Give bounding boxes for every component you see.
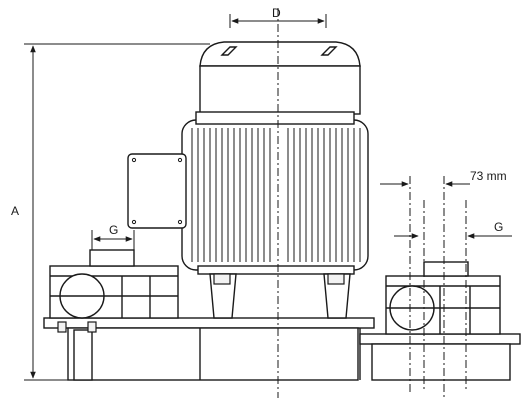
offset-label: 73 mm xyxy=(470,169,507,183)
dim-g-right-label: G xyxy=(494,220,503,234)
left-inlet-collar xyxy=(89,249,135,267)
foundation-block xyxy=(67,327,359,381)
dimension-a: A xyxy=(8,43,210,381)
terminal-screw xyxy=(131,157,137,163)
fan-cowl-body xyxy=(199,65,361,115)
anchor-bolt xyxy=(87,321,97,333)
cooling-fins xyxy=(191,128,361,262)
anchor-bolt xyxy=(57,321,67,333)
base-frame xyxy=(43,317,521,381)
dim-d-label-bg xyxy=(268,6,286,20)
dim-d-label: D xyxy=(272,6,281,20)
dimension-g-right: G xyxy=(394,220,512,239)
dimension-d: D xyxy=(229,6,327,28)
stator-end-ring xyxy=(195,111,355,125)
center-lines xyxy=(277,8,467,398)
dim-a-label: A xyxy=(11,204,19,218)
terminal-box xyxy=(127,153,187,229)
dim-g-left-label: G xyxy=(109,223,118,237)
vent-icon xyxy=(220,46,338,56)
terminal-screw xyxy=(131,219,137,225)
left-support-post xyxy=(73,329,93,381)
foot-bolt-left xyxy=(213,273,231,285)
fan-cowl-top xyxy=(199,41,361,67)
motor-flange xyxy=(197,265,355,275)
right-base-plate xyxy=(359,333,521,345)
terminal-screw xyxy=(177,219,183,225)
right-inlet-collar xyxy=(423,261,469,277)
dimension-g-left: G xyxy=(91,223,135,250)
right-foundation xyxy=(371,343,511,381)
foot-bolt-right xyxy=(327,273,345,285)
dim-a-label-bg xyxy=(8,202,26,218)
left-fan-housing xyxy=(49,249,179,333)
terminal-screw xyxy=(177,157,183,163)
right-fan-housing xyxy=(385,261,501,335)
motor xyxy=(127,41,369,319)
dimension-offset: 73 mm xyxy=(380,169,507,187)
